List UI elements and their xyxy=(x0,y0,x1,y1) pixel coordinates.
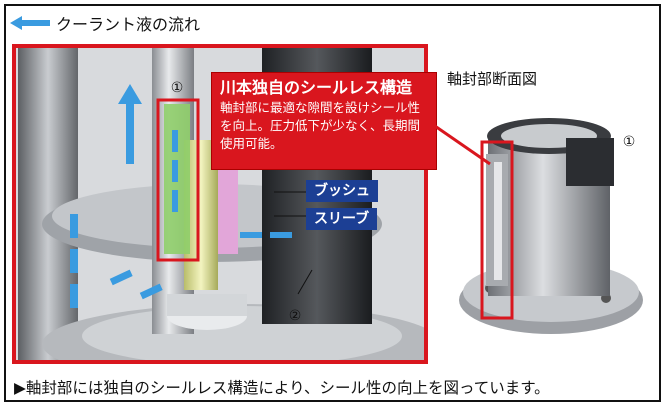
cross-section-title: 軸封部断面図 xyxy=(447,70,538,88)
detail-marker-one: ① xyxy=(622,134,636,150)
sealless-callout: 川本独自のシールレス構造 軸封部に最適な隙間を設けシール性を向上。圧力低下が少な… xyxy=(211,72,437,170)
bush-tag: ブッシュ xyxy=(306,180,378,202)
marker-one: ① xyxy=(170,80,184,96)
flow-arrow-icon xyxy=(10,16,50,30)
callout-title: 川本独自のシールレス構造 xyxy=(220,78,413,97)
callout-connector xyxy=(431,122,491,166)
callout-body: 軸封部に最適な隙間を設けシール性を向上。圧力低下が少なく、長期間使用可能。 xyxy=(220,100,421,151)
flow-legend: クーラント液の流れ xyxy=(10,12,200,34)
figure-caption: ▶軸封部には独自のシールレス構造により、シール性の向上を図っています。 xyxy=(14,379,550,397)
legend-label: クーラント液の流れ xyxy=(56,15,201,34)
shaft-seal-cross-section xyxy=(446,92,656,342)
marker-two: ② xyxy=(288,308,302,324)
sleeve-tag: スリーブ xyxy=(306,208,378,230)
